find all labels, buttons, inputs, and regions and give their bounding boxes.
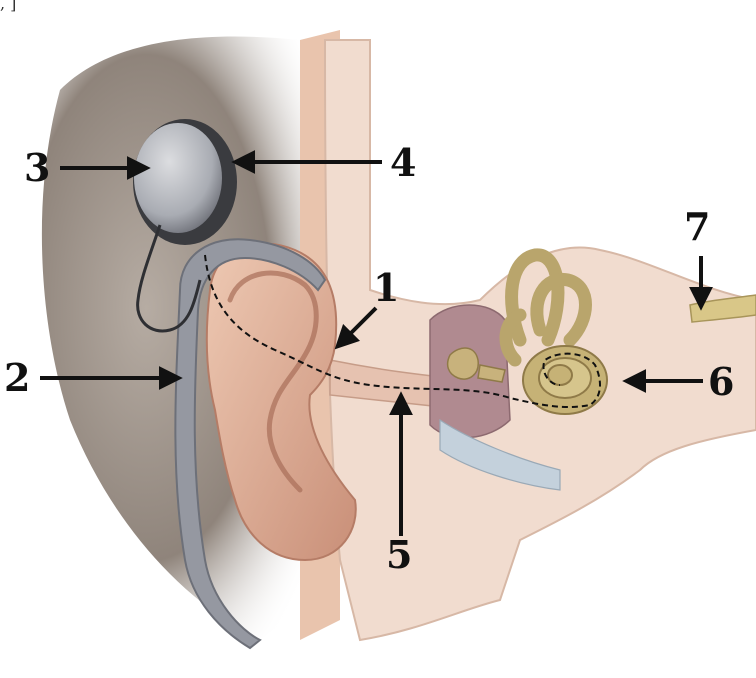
transmitter-coil — [133, 119, 237, 245]
label-2: 2 — [4, 355, 30, 400]
label-7: 7 — [684, 204, 710, 249]
label-6: 6 — [708, 359, 734, 404]
label-5: 5 — [386, 532, 412, 577]
label-4: 4 — [390, 140, 416, 185]
label-1: 1 — [373, 265, 399, 310]
label-3: 3 — [24, 145, 50, 190]
